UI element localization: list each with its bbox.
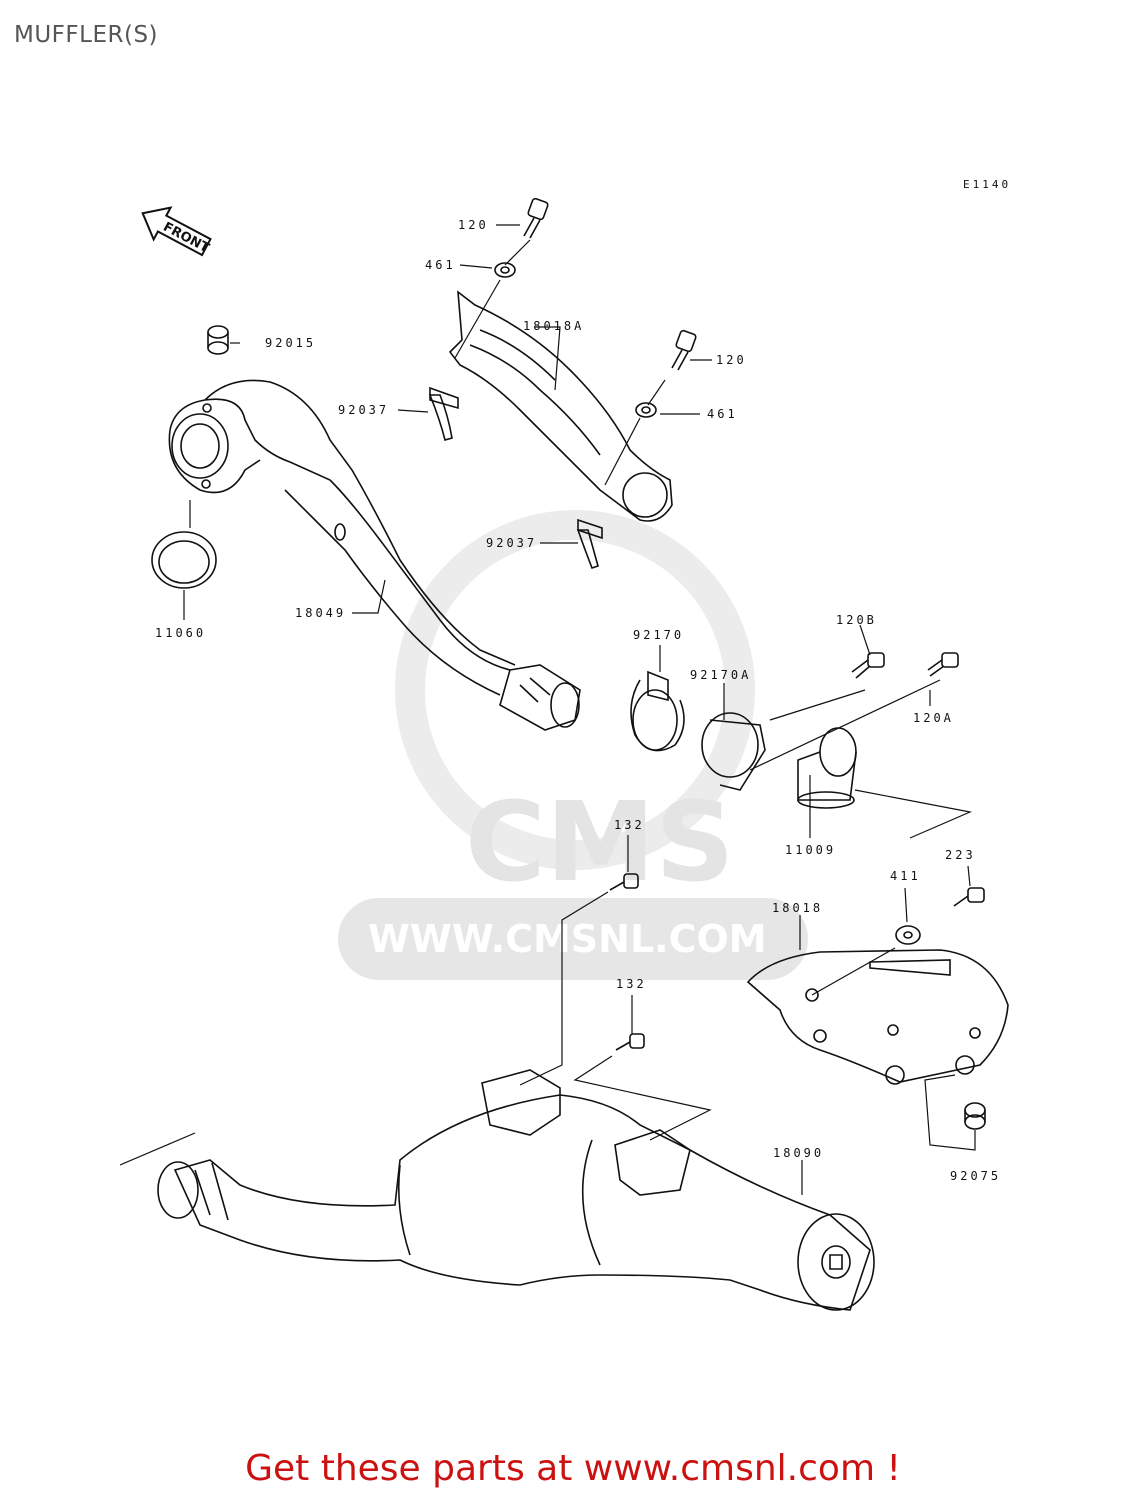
- leader-lines: [119, 224, 976, 1195]
- page-title: MUFFLER(S): [14, 22, 159, 48]
- label-223: 223: [945, 848, 976, 862]
- part-411-washer: [895, 925, 921, 945]
- label-92170: 92170: [633, 628, 684, 642]
- part-461-washer-mid: [635, 402, 657, 418]
- label-92015: 92015: [265, 336, 316, 350]
- part-223-screw: [953, 887, 985, 907]
- label-461-mid: 461: [707, 407, 738, 421]
- part-92015-collar: [207, 325, 229, 355]
- watermark: CMS WWW.CMSNL.COM: [338, 510, 808, 980]
- label-120-mid: 120: [716, 353, 747, 367]
- watermark-brand: CMS: [465, 778, 734, 906]
- label-92170A: 92170A: [690, 668, 751, 682]
- footer-link[interactable]: Get these parts at www.cmsnl.com !: [245, 1448, 901, 1489]
- part-11009-sleeve: [797, 727, 857, 809]
- part-18049-exhaust-pipe: [168, 379, 581, 731]
- part-461-washer-top: [494, 262, 516, 278]
- label-120-top: 120: [458, 218, 489, 232]
- part-18018-cover: [746, 949, 1009, 1085]
- parts-drawing: [151, 197, 1009, 1311]
- part-92170-clamp: [630, 670, 685, 752]
- label-11060: 11060: [155, 626, 206, 640]
- label-92075: 92075: [950, 1169, 1001, 1183]
- label-18090: 18090: [773, 1146, 824, 1160]
- label-18018A: 18018A: [523, 319, 584, 333]
- part-92037-clamp-a: [428, 386, 459, 441]
- part-92170A-band: [701, 712, 766, 791]
- label-18049: 18049: [295, 606, 346, 620]
- label-92037-a: 92037: [338, 403, 389, 417]
- label-18018: 18018: [772, 901, 823, 915]
- label-120B: 120B: [836, 613, 877, 627]
- part-120-bolt-mid: [671, 329, 697, 371]
- diagram-code: E1140: [963, 178, 1012, 191]
- label-132-b: 132: [616, 977, 647, 991]
- part-18018A-heat-guard: [448, 290, 673, 522]
- label-132-a: 132: [614, 818, 645, 832]
- watermark-url: WWW.CMSNL.COM: [368, 917, 767, 961]
- part-120B-bolt: [851, 652, 885, 679]
- part-18090-muffler: [157, 1069, 875, 1311]
- part-120-bolt-top: [523, 197, 549, 239]
- front-arrow-icon: FRONT: [141, 206, 212, 257]
- label-461-top: 461: [425, 258, 456, 272]
- part-132-bolt-b: [615, 1033, 645, 1051]
- label-411: 411: [890, 869, 921, 883]
- part-132-bolt-a: [609, 873, 639, 891]
- label-11009: 11009: [785, 843, 836, 857]
- part-92037-clamp-b: [576, 518, 603, 569]
- label-120A: 120A: [913, 711, 954, 725]
- part-11060-gasket: [151, 531, 217, 589]
- label-92037-b: 92037: [486, 536, 537, 550]
- part-labels: 120 461 18018A 120 461 92015 92037 92037…: [155, 218, 1001, 1183]
- part-120A-bolt: [927, 652, 959, 677]
- part-92075-collar: [964, 1102, 986, 1130]
